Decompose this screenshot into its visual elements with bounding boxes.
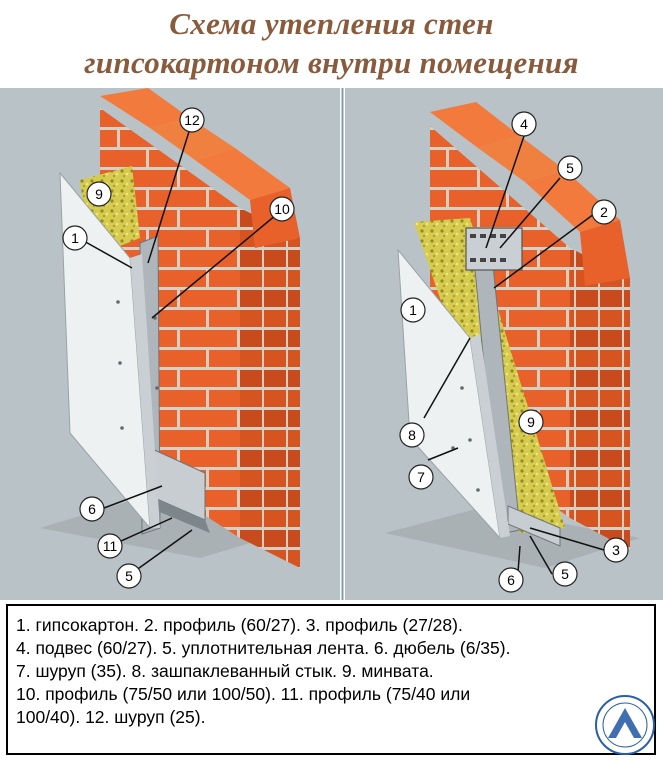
legend-line-3: 7. шуруп (35). 8. зашпаклеванный стык. 9… [16,661,434,681]
label-badge-7: 7 [408,464,434,490]
label-badge-10: 10 [269,196,295,222]
svg-text:5: 5 [566,160,574,176]
svg-text:9: 9 [527,414,535,430]
label-badge-3: 3 [603,537,629,563]
left-screws [116,300,159,430]
legend-text: 1. гипсокартон. 2. профиль (60/27). 3. п… [16,614,510,729]
svg-text:4: 4 [520,116,528,132]
label-badge-9: 9 [86,181,112,207]
left-brick-top [100,88,300,248]
page-title: Схема утепления стен гипсокартоном внутр… [0,4,663,82]
label-badge-8: 8 [399,422,425,448]
svg-text:11: 11 [103,538,118,554]
legend-line-4: 10. профиль (75/50 или 100/50). 11. проф… [16,684,471,704]
right-hanger-holes [470,234,506,262]
right-profile-3 [507,505,561,547]
left-drawing [40,88,300,577]
right-label-badges: 4 5 2 1 9 8 7 3 5 6 [399,111,629,593]
right-drywall-edge [470,334,510,538]
legend-line-1: 1. гипсокартон. 2. профиль (60/27). 3. п… [16,615,463,635]
svg-text:6: 6 [507,572,515,588]
svg-text:10: 10 [274,201,290,217]
legend-line-2: 4. подвес (60/27). 5. уплотнительная лен… [16,638,511,658]
label-badge-6: 6 [79,496,105,522]
label-badge-6-right: 6 [498,567,524,593]
svg-text:7: 7 [417,469,425,485]
label-badge-5: 5 [116,563,142,589]
svg-text:5: 5 [125,568,133,584]
svg-text:12: 12 [184,112,200,128]
label-badge-11: 11 [97,533,123,559]
right-leader-lines [423,135,605,575]
svg-text:1: 1 [71,230,79,246]
label-badge-5-bottom: 5 [552,561,578,587]
company-logo-icon [595,695,655,755]
svg-text:3: 3 [612,542,620,558]
left-brick-wall-side [240,208,300,568]
label-badge-4: 4 [511,111,537,137]
label-badge-5-top: 5 [557,155,583,181]
left-label-badges: 12 9 10 1 6 11 5 [62,107,295,589]
title-line-1: Схема утепления стен [169,6,494,41]
label-badge-2: 2 [591,199,617,225]
svg-text:2: 2 [600,204,608,220]
svg-text:6: 6 [88,501,96,517]
right-brick-wall-side [570,248,630,550]
label-badge-12: 12 [179,107,205,133]
left-drywall-edge [130,254,160,528]
svg-text:1: 1 [409,302,417,318]
svg-text:9: 9 [95,186,103,202]
legend-line-5: 100/40). 12. шуруп (25). [16,707,206,727]
title-line-2: гипсокартоном внутри помещения [84,45,579,80]
legend-box: 1. гипсокартон. 2. профиль (60/27). 3. п… [6,604,656,755]
svg-text:8: 8 [408,427,416,443]
label-badge-9-right: 9 [518,409,544,435]
left-sealing-tape [150,496,210,533]
svg-text:5: 5 [561,566,569,582]
right-brick-top [430,102,630,286]
wall-insulation-diagram: 12 9 10 1 6 11 5 4 5 2 1 9 8 7 3 5 6 [0,88,663,600]
label-badge-1-right: 1 [400,297,426,323]
label-badge-1: 1 [62,225,88,251]
